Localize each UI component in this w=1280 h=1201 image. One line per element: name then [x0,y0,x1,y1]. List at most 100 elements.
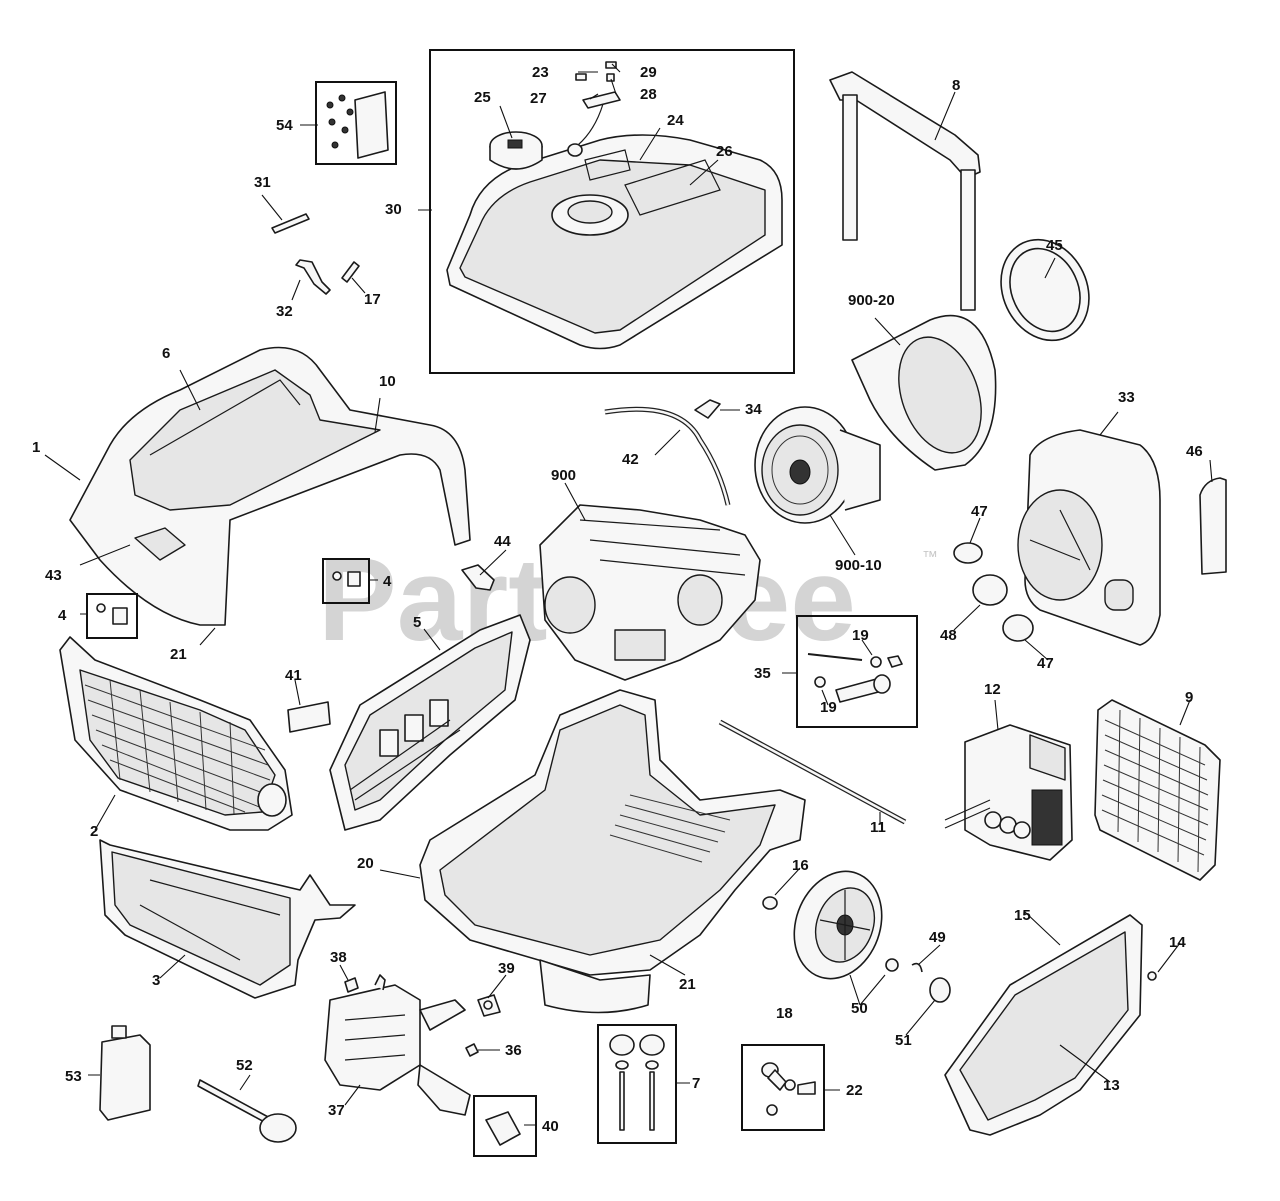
callout-6: 6 [162,345,170,362]
latch-pin[interactable] [341,261,360,283]
fuel-cap[interactable] [489,131,543,170]
callout-5: 5 [413,614,421,631]
callout-9: 9 [1185,689,1193,706]
hardware-kit[interactable] [326,91,389,159]
callout-18: 18 [776,1005,793,1022]
callout-21a: 21 [170,646,187,663]
callout-17: 17 [364,291,381,308]
front-grille[interactable] [59,636,293,831]
callout-43: 43 [45,567,62,584]
spark-arrestor[interactable] [485,1111,521,1146]
callout-38: 38 [330,949,347,966]
watermark-trademark: ™ [922,549,938,566]
callout-8: 8 [952,77,960,94]
callout-34: 34 [745,401,762,418]
base-pan[interactable] [419,689,806,1014]
callout-25: 25 [474,89,491,106]
air-duct[interactable] [972,574,1008,606]
fan-cover[interactable] [1017,429,1161,646]
muffler[interactable] [324,974,471,1116]
oil-bottle[interactable] [99,1025,151,1121]
callout-54: 54 [276,117,293,134]
exhaust-nut[interactable] [465,1043,479,1057]
callout-11: 11 [870,819,886,836]
top-shroud[interactable] [69,346,471,626]
hub-cap[interactable] [929,977,951,1003]
callout-2: 2 [90,823,98,840]
callout-19b: 19 [820,699,837,716]
callout-24: 24 [667,112,684,129]
gauge-gasket[interactable] [605,61,617,69]
wheel-washer[interactable] [762,896,778,910]
mount-kit-box [597,1024,677,1144]
callout-39: 39 [498,960,515,977]
hose-clamp-lower[interactable] [1002,614,1034,642]
gauge-screw[interactable] [575,73,587,81]
retaining-clip[interactable] [911,962,923,973]
hose-clamp-upper[interactable] [953,542,983,564]
panel-screw[interactable] [1147,971,1157,981]
callout-19a: 19 [852,627,869,644]
callout-900-20: 900-20 [848,292,895,309]
inverter-module[interactable] [944,724,1073,861]
callout-22: 22 [846,1082,863,1099]
fuel-fitting[interactable] [761,1062,816,1116]
fuel-tank[interactable] [446,134,783,350]
callout-40: 40 [542,1118,559,1135]
callout-50: 50 [851,1000,868,1017]
callout-53: 53 [65,1068,82,1085]
callout-28: 28 [640,86,657,103]
callout-labels: 23 29 27 28 25 24 26 30 54 31 32 17 8 45… [32,64,1203,1135]
muffler-bolt[interactable] [344,977,359,993]
flywheel[interactable] [754,406,881,524]
callout-1: 1 [32,439,40,456]
hardware-kit-box [315,81,397,165]
screw-clip-a[interactable] [332,571,361,587]
callout-48: 48 [940,627,957,644]
control-panel[interactable] [329,614,531,831]
engine[interactable] [539,504,761,681]
callout-30: 30 [385,201,402,218]
side-panel[interactable] [944,914,1143,1136]
callout-13: 13 [1103,1077,1120,1094]
handle[interactable] [829,71,981,311]
wheel[interactable] [780,859,897,991]
callout-900: 900 [551,467,576,484]
blower-housing[interactable] [851,314,997,471]
choke-knob[interactable] [461,564,495,591]
handle-latch[interactable] [295,259,331,295]
callout-26: 26 [716,143,733,160]
rubber-mounts[interactable] [609,1034,665,1131]
callout-42: 42 [622,451,639,468]
hardware-box-a [322,558,370,604]
callout-27: 27 [530,90,547,107]
callout-900-10: 900-10 [835,557,882,574]
callout-21b: 21 [679,976,696,993]
callout-47b: 47 [1037,655,1054,672]
gauge-screw-2[interactable] [606,73,615,82]
hose-fitting[interactable] [694,399,721,419]
decal-label[interactable] [287,701,331,733]
side-pad[interactable] [1199,477,1227,575]
wheel-washer-2[interactable] [885,958,899,972]
callout-16: 16 [792,857,809,874]
battery-tray-frame[interactable] [99,839,356,999]
callout-20: 20 [357,855,374,872]
callout-52: 52 [236,1057,253,1074]
callout-31: 31 [254,174,271,191]
callout-32: 32 [276,303,293,320]
screw-clip-b[interactable] [96,603,128,625]
oil-funnel[interactable] [197,1079,297,1143]
fuel-valve-parts[interactable] [807,653,903,703]
callout-35: 35 [754,665,771,682]
side-grille[interactable] [1094,699,1221,881]
callout-23: 23 [532,64,549,81]
fuel-gauge[interactable] [567,91,621,157]
fitting-kit-box [741,1044,825,1131]
fuel-valve-box [796,615,918,728]
handle-pin[interactable] [271,213,310,234]
callout-47a: 47 [971,503,988,520]
callout-15: 15 [1014,907,1031,924]
